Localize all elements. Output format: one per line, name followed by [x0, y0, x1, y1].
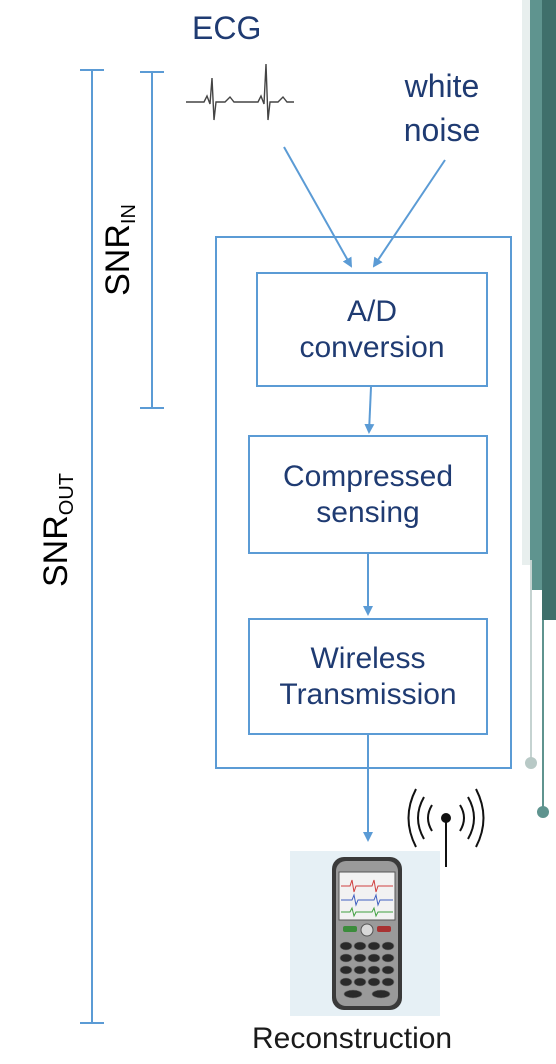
antenna-icon [407, 788, 485, 867]
ad-conversion-box: A/D conversion [256, 272, 488, 387]
noise-label-line2: noise [403, 112, 481, 148]
wireless-transmission-line2: Transmission [279, 677, 457, 711]
ecg-waveform-icon [186, 63, 294, 121]
snr-out-main: SNR [37, 515, 75, 588]
snr-out-label: SNROUT [36, 460, 78, 600]
compressed-sensing-box: Compressed sensing [248, 435, 488, 554]
ad-to-cs-arrow [364, 386, 375, 434]
smartphone-icon [290, 851, 440, 1016]
white-noise-label: white noise [384, 64, 500, 152]
sensor-node-container [215, 236, 512, 769]
compressed-sensing-line1: Compressed [282, 459, 454, 493]
ad-conversion-line1: A/D [346, 294, 397, 328]
ad-conversion-line2: conversion [299, 330, 445, 364]
noise-label-line1: white [404, 68, 480, 104]
noise-arrow [372, 159, 446, 268]
snr-in-label: SNRIN [98, 200, 140, 300]
snr-out-sub: OUT [56, 473, 78, 516]
decorative-side-panel [522, 0, 556, 1064]
ecg-arrow [283, 146, 352, 268]
ecg-label: ECG [192, 10, 262, 46]
reconstruction-label: Reconstruction [252, 1022, 453, 1055]
snr-in-sub: IN [118, 204, 140, 225]
wireless-transmission-line1: Wireless [310, 641, 426, 675]
snr-in-main: SNR [99, 224, 137, 296]
compressed-sensing-line2: sensing [316, 495, 420, 529]
snr-in-bracket [140, 71, 164, 409]
decorative-connectors [525, 560, 549, 818]
wireless-transmission-box: Wireless Transmission [248, 618, 488, 735]
snr-out-bracket [80, 69, 104, 1024]
